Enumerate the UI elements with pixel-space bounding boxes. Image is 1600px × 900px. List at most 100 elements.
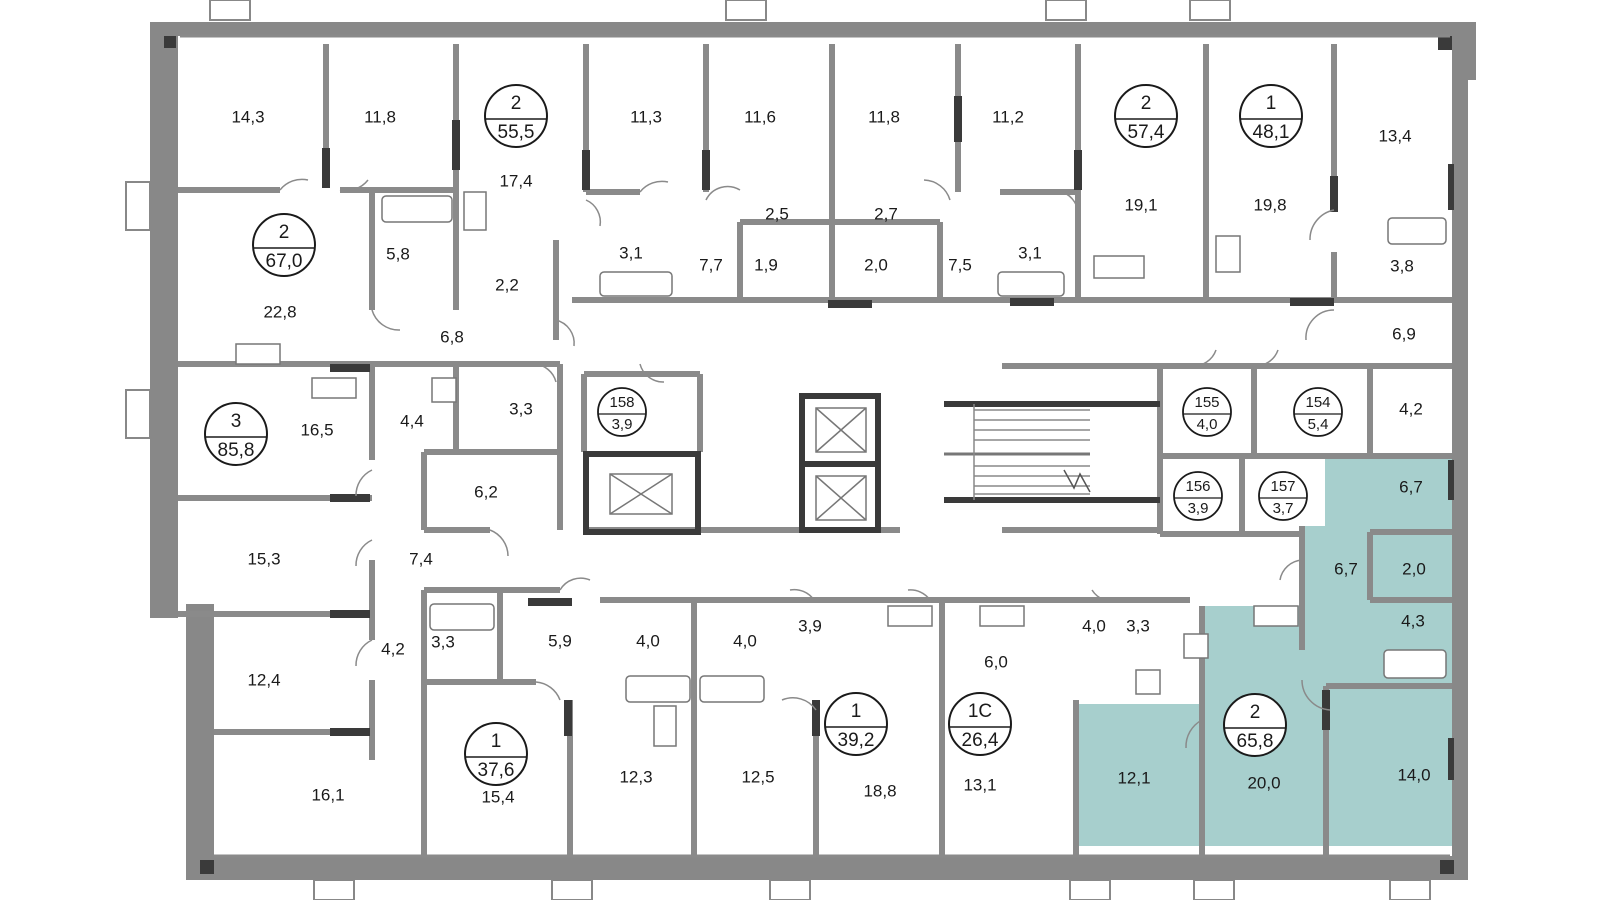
apartment-badge[interactable]: 385,8 xyxy=(204,402,268,466)
room-area-label: 2,7 xyxy=(874,204,898,223)
room-area-label: 11,8 xyxy=(868,107,900,126)
room-area-label: 5,9 xyxy=(548,631,572,650)
doors xyxy=(279,178,1335,749)
room-area-label: 14,0 xyxy=(1397,765,1430,784)
apartment-total-area: 48,1 xyxy=(1253,122,1290,143)
room-area-label: 12,3 xyxy=(619,767,652,786)
apartment-badge[interactable]: 257,4 xyxy=(1114,84,1178,148)
room-area-label: 2,0 xyxy=(1402,559,1426,578)
room-area-label: 13,1 xyxy=(963,775,996,794)
room-area-label: 11,6 xyxy=(744,107,776,126)
apartment-badge[interactable]: 139,2 xyxy=(824,692,888,756)
room-area-label: 6,0 xyxy=(984,652,1008,671)
apartment-badge-circle xyxy=(204,402,268,466)
apartment-badge-circle xyxy=(948,692,1012,756)
apartment-room-count: 1 xyxy=(1266,93,1277,114)
room-area-label: 20,0 xyxy=(1247,773,1280,792)
room-area-label: 22,8 xyxy=(263,302,296,321)
room-area-label: 14,3 xyxy=(231,107,264,126)
room-area-label: 6,7 xyxy=(1399,477,1423,496)
room-area-label: 1,9 xyxy=(754,255,778,274)
apartment-badge[interactable]: 148,1 xyxy=(1239,84,1303,148)
room-area-label: 18,8 xyxy=(863,781,896,800)
storage-number: 158 xyxy=(609,394,634,411)
apartment-total-area: 39,2 xyxy=(838,730,875,751)
apartment-badge[interactable]: 255,5 xyxy=(484,84,548,148)
room-area-label: 2,5 xyxy=(765,204,789,223)
room-area-label: 6,2 xyxy=(474,482,498,501)
room-area-label: 4,0 xyxy=(1082,616,1106,635)
storage-badge-circle xyxy=(597,387,647,437)
storage-badge-circle xyxy=(1173,471,1223,521)
room-area-label: 16,5 xyxy=(300,420,333,439)
storage-number: 156 xyxy=(1185,478,1210,495)
apartment-badge-circle xyxy=(1223,693,1287,757)
apartment-badge-circle xyxy=(1114,84,1178,148)
storage-area: 5,4 xyxy=(1308,416,1329,433)
room-area-label: 5,8 xyxy=(386,244,410,263)
room-area-label: 3,9 xyxy=(798,616,822,635)
apartment-badge-circle xyxy=(484,84,548,148)
room-area-label: 3,3 xyxy=(509,399,533,418)
storage-area: 3,9 xyxy=(612,416,633,433)
storage-number: 157 xyxy=(1270,478,1295,495)
storage-area: 3,7 xyxy=(1273,500,1294,517)
storage-area: 4,0 xyxy=(1197,416,1218,433)
apartment-badge-circle xyxy=(1239,84,1303,148)
apartment-badge[interactable]: 1С 26,4 xyxy=(948,692,1012,756)
room-area-label: 3,1 xyxy=(1018,243,1042,262)
room-area-label: 15,4 xyxy=(481,787,514,806)
apartment-badge[interactable]: 265,8 xyxy=(1223,693,1287,757)
apartment-badge-circle xyxy=(824,692,888,756)
room-area-label: 3,3 xyxy=(1126,616,1150,635)
room-area-label: 19,1 xyxy=(1124,195,1157,214)
apartment-total-area: 67,0 xyxy=(266,251,303,272)
storage-number: 155 xyxy=(1194,394,1219,411)
interior-walls xyxy=(178,44,1452,856)
room-area-label: 12,5 xyxy=(741,767,774,786)
apartment-room-count: 1 xyxy=(491,731,502,752)
apartment-room-count: 1С xyxy=(968,701,992,722)
room-area-label: 3,3 xyxy=(431,632,455,651)
apartment-room-count: 2 xyxy=(511,93,522,114)
apartment-total-area: 55,5 xyxy=(498,122,535,143)
room-area-label: 16,1 xyxy=(311,785,344,804)
storage-badge-circle xyxy=(1293,387,1343,437)
apartment-badge[interactable]: 137,6 xyxy=(464,722,528,786)
room-area-label: 6,9 xyxy=(1392,324,1416,343)
apartment-room-count: 2 xyxy=(1141,93,1152,114)
apartment-badge[interactable]: 267,0 xyxy=(252,213,316,277)
exterior-walls xyxy=(150,22,1476,880)
room-area-label: 11,2 xyxy=(992,107,1024,126)
apartment-total-area: 26,4 xyxy=(962,730,999,751)
room-area-label: 13,4 xyxy=(1378,126,1411,145)
apartment-room-count: 2 xyxy=(1250,702,1261,723)
room-area-label: 2,2 xyxy=(495,275,519,294)
room-area-label: 4,4 xyxy=(400,411,424,430)
storage-badge-circle xyxy=(1182,387,1232,437)
room-area-label: 15,3 xyxy=(247,549,280,568)
room-area-label: 2,0 xyxy=(864,255,888,274)
apartment-room-count: 2 xyxy=(279,222,290,243)
room-area-label: 12,1 xyxy=(1117,768,1150,787)
apartment-total-area: 37,6 xyxy=(478,760,515,781)
room-area-label: 12,4 xyxy=(247,670,280,689)
room-area-label: 7,4 xyxy=(409,549,433,568)
room-area-label: 17,4 xyxy=(499,171,532,190)
room-area-label: 4,2 xyxy=(381,639,405,658)
bathroom-fixtures xyxy=(235,191,1447,747)
room-area-label: 3,8 xyxy=(1390,256,1414,275)
apartment-total-area: 85,8 xyxy=(218,440,255,461)
apartment-room-count: 3 xyxy=(231,411,242,432)
elevator-shafts xyxy=(583,393,881,535)
room-area-label: 4,0 xyxy=(636,631,660,650)
storage-area: 3,9 xyxy=(1188,500,1209,517)
